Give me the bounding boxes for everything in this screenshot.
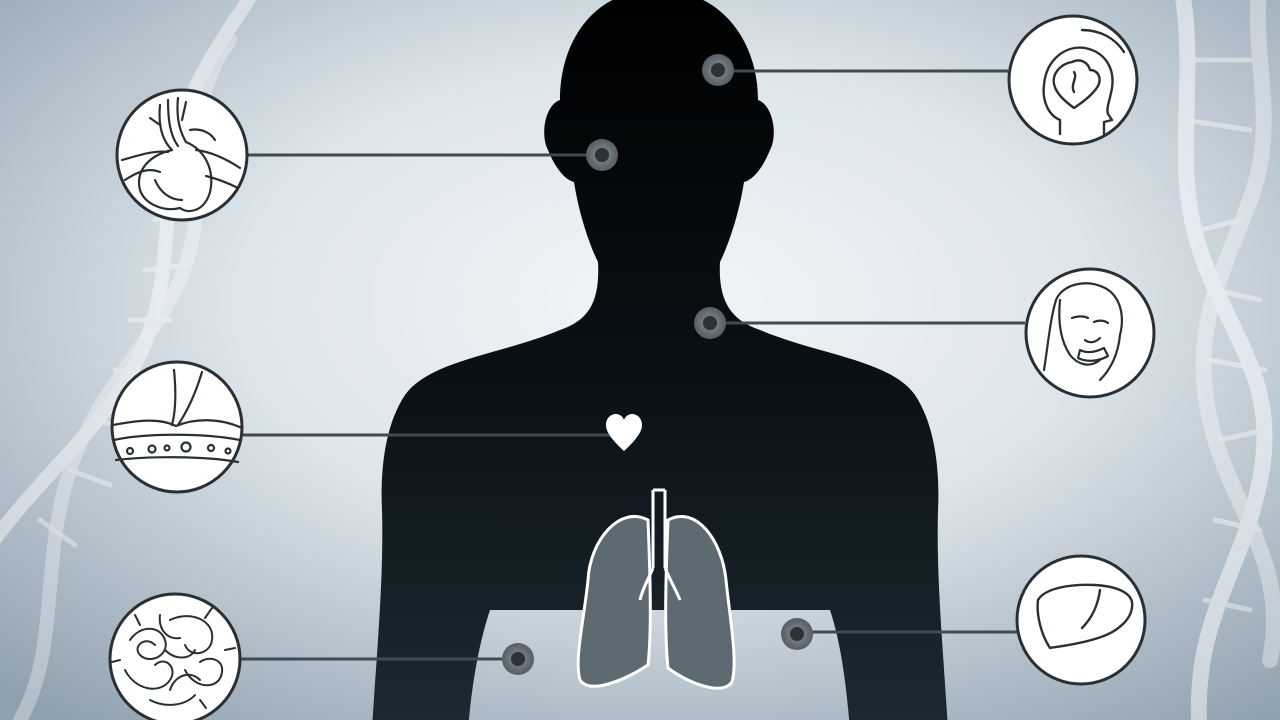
marker-brain-head[interactable] bbox=[702, 54, 734, 86]
marker-blood-vessels[interactable] bbox=[586, 139, 618, 171]
face-breathing-icon bbox=[1042, 282, 1123, 382]
left-lung bbox=[576, 515, 652, 688]
dna-helix-right bbox=[1175, 0, 1280, 720]
trachea bbox=[638, 488, 682, 601]
body-silhouette bbox=[372, 0, 948, 720]
body-markers bbox=[502, 54, 813, 675]
liver-icon bbox=[1036, 583, 1134, 650]
marker-intestines[interactable] bbox=[502, 643, 534, 675]
marker-face-breathing[interactable] bbox=[694, 307, 726, 339]
tissue-cells-icon bbox=[111, 368, 244, 464]
lungs-icon bbox=[576, 488, 736, 690]
badge-intestines[interactable] bbox=[108, 592, 242, 720]
right-lung bbox=[664, 515, 736, 690]
badge-tissue-layer[interactable] bbox=[110, 360, 244, 494]
connector-lines bbox=[241, 69, 1025, 661]
brain-head-icon bbox=[1042, 28, 1126, 136]
marker-liver[interactable] bbox=[781, 618, 813, 650]
badge-blood-vessels[interactable] bbox=[115, 88, 249, 222]
heart-icon[interactable] bbox=[606, 414, 642, 451]
badge-face-breathing[interactable] bbox=[1024, 267, 1156, 399]
badge-liver[interactable] bbox=[1015, 554, 1147, 686]
intestines-icon bbox=[111, 607, 236, 709]
blood-vessels-icon bbox=[120, 96, 242, 213]
badge-brain-head[interactable] bbox=[1007, 14, 1139, 146]
